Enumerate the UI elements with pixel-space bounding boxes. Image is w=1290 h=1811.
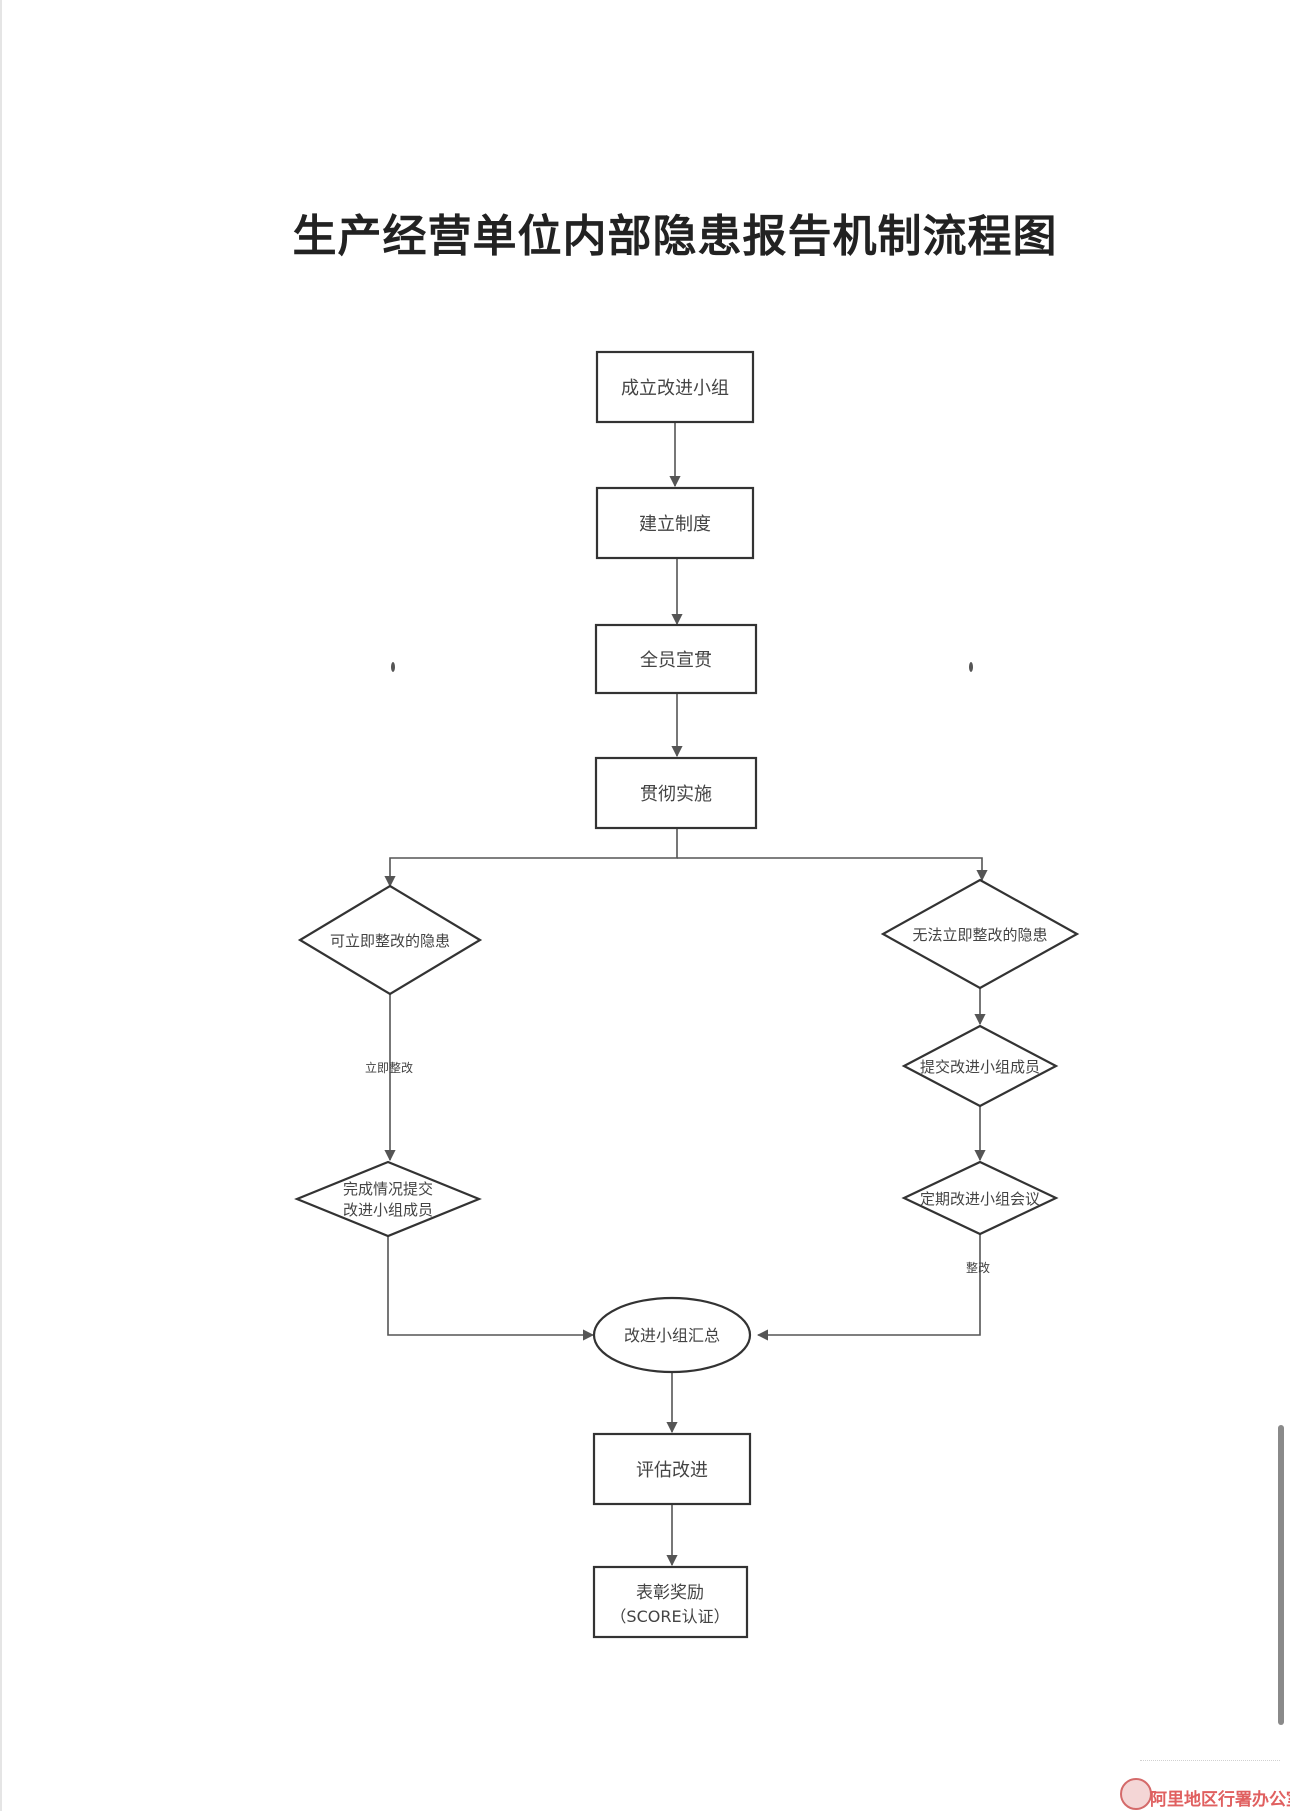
edge-label-rectify-now: 立即整改 (365, 1060, 413, 1075)
edge-label-rectify: 整改 (966, 1260, 990, 1275)
node-promote (594, 623, 758, 695)
node-implement (594, 756, 758, 830)
node-complete-submit-label-1: 完成情况提交 (343, 1180, 433, 1198)
node-build-system-label: 建立制度 (639, 514, 711, 535)
node-establish-group-label: 成立改进小组 (621, 378, 729, 399)
node-non-immediate-hazard-label: 无法立即整改的隐患 (912, 926, 1047, 944)
node-build-system (595, 486, 755, 560)
scrollbar[interactable] (1278, 1425, 1284, 1725)
edge-implement-split (384, 828, 678, 888)
node-immediate-hazard (297, 884, 483, 996)
node-implement-label: 贯彻实施 (640, 784, 712, 805)
footer-brand: 阿里地区行署办公室 (1150, 1790, 1290, 1810)
page-title: 生产经营单位内部隐患报告机制流程图 (292, 211, 1058, 262)
node-evaluate-label: 评估改进 (636, 1460, 708, 1481)
scan-mark-left (391, 662, 395, 672)
node-reward-label-2: （SCORE认证） (610, 1607, 729, 1626)
scan-mark-right (969, 662, 973, 672)
node-regular-meeting-label: 定期改进小组会议 (920, 1190, 1040, 1208)
node-complete-submit-label-2: 改进小组成员 (343, 1201, 433, 1219)
edge-meeting-to-summary (756, 1234, 981, 1341)
node-complete-submit (294, 1160, 482, 1238)
edge-implement-split-right (677, 857, 988, 882)
node-group-summary-label: 改进小组汇总 (624, 1326, 720, 1345)
node-establish-group (595, 350, 755, 424)
node-evaluate (592, 1432, 752, 1506)
page-edge (0, 0, 2, 1811)
node-submit-members (901, 1024, 1059, 1108)
node-promote-label: 全员宣贯 (640, 650, 712, 671)
node-reward-label-1: 表彰奖励 (636, 1583, 704, 1603)
node-group-summary (592, 1296, 752, 1374)
node-immediate-hazard-label: 可立即整改的隐患 (330, 932, 450, 950)
node-non-immediate-hazard (880, 878, 1080, 990)
node-submit-members-label: 提交改进小组成员 (920, 1058, 1040, 1076)
emblem-icon (1120, 1778, 1152, 1810)
node-reward (592, 1565, 749, 1639)
edge-complete-to-summary (387, 1236, 595, 1341)
node-regular-meeting (901, 1160, 1059, 1236)
footer-script-line (1140, 1760, 1280, 1775)
